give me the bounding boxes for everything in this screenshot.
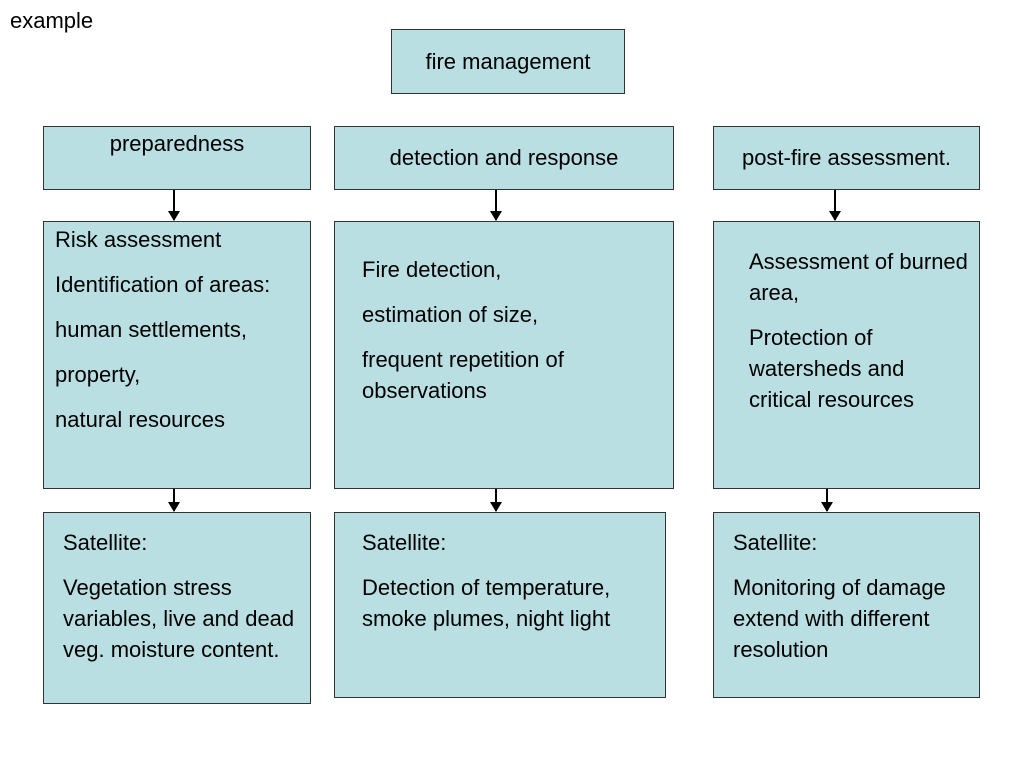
- arrow-post-fire-1: [829, 190, 841, 221]
- satellite-text: Monitoring of damage extend with differe…: [733, 575, 946, 662]
- title-box: fire management: [391, 29, 625, 94]
- satellite-heading: Satellite:: [362, 530, 447, 555]
- detail-line: Risk assessment: [55, 227, 222, 252]
- detail-line: frequent repetition of observations: [362, 347, 564, 403]
- header-preparedness-label: preparedness: [109, 131, 245, 156]
- detail-line: property,: [55, 362, 141, 387]
- detail-line: Identification of areas:: [55, 272, 271, 297]
- detail-box-preparedness: Risk assessment Identification of areas:…: [43, 221, 311, 489]
- satellite-heading: Satellite:: [733, 530, 818, 555]
- arrow-detection-1: [490, 190, 502, 221]
- header-post-fire: post-fire assessment.: [713, 126, 980, 190]
- arrow-post-fire-2: [821, 489, 833, 512]
- detail-line: estimation of size,: [362, 302, 539, 327]
- satellite-text: Detection of temperature, smoke plumes, …: [362, 575, 611, 631]
- satellite-box-post-fire: Satellite: Monitoring of damage extend w…: [713, 512, 980, 698]
- slide-label: example: [10, 8, 94, 33]
- detail-line: Fire detection,: [362, 257, 502, 282]
- header-preparedness: preparedness: [43, 126, 311, 190]
- title-text: fire management: [425, 48, 591, 74]
- detail-line: natural resources: [55, 407, 225, 432]
- satellite-box-preparedness: Satellite: Vegetation stress variables, …: [43, 512, 311, 704]
- detail-box-post-fire: Assessment of burned area, Protection of…: [713, 221, 980, 489]
- arrow-preparedness-1: [168, 190, 180, 221]
- detail-line: human settlements,: [55, 317, 247, 342]
- satellite-heading: Satellite:: [63, 530, 148, 555]
- arrow-detection-2: [490, 489, 502, 512]
- satellite-box-detection: Satellite: Detection of temperature, smo…: [334, 512, 666, 698]
- detail-line: Assessment of burned area,: [749, 249, 968, 305]
- header-detection-label: detection and response: [389, 145, 619, 170]
- arrow-preparedness-2: [168, 489, 180, 512]
- satellite-text: Vegetation stress variables, live and de…: [63, 575, 295, 662]
- detail-line: Protection of watersheds and critical re…: [749, 325, 915, 412]
- detail-box-detection: Fire detection, estimation of size, freq…: [334, 221, 674, 489]
- header-detection-response: detection and response: [334, 126, 674, 190]
- header-post-fire-label: post-fire assessment.: [741, 145, 952, 170]
